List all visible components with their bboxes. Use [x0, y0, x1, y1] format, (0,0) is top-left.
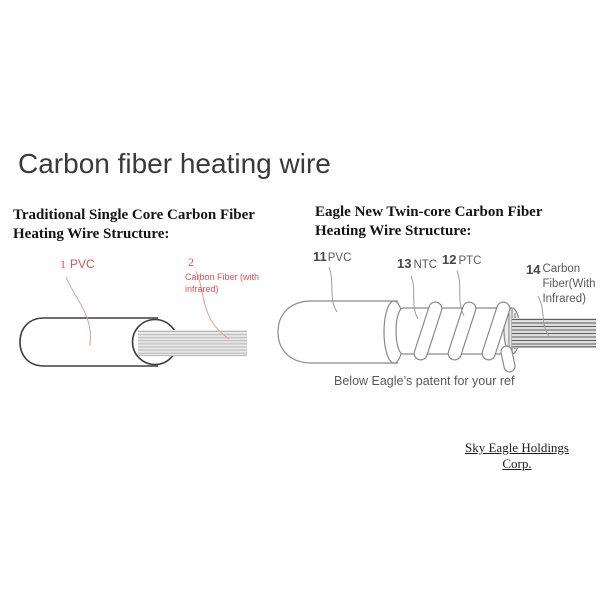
leader-line-2-carbon-fiber — [195, 270, 230, 340]
leader-line-13-ntc — [410, 275, 419, 320]
spiral-wrap-1 — [413, 301, 443, 361]
label-1-pvc: 1 PVC — [60, 257, 95, 272]
patent-caption: Below Eagle’s patent for your ref — [334, 374, 515, 388]
label-2-number: 2 — [188, 255, 194, 269]
leader-line-1-pvc — [65, 276, 91, 347]
label-14-name: Carbon Fiber(With Infrared) — [542, 263, 596, 305]
fiber-strand-lines-left — [138, 331, 247, 357]
right-heading-line1: Eagle New Twin-core Carbon Fiber — [315, 204, 543, 220]
label-12-name: PTC — [458, 255, 482, 267]
twin-core-wire-diagram — [277, 266, 596, 373]
label-13-number: 13 — [397, 256, 412, 271]
page-title: Carbon fiber heating wire — [18, 148, 331, 179]
label-11-number: 11 — [313, 249, 327, 264]
spiral-wrap-2 — [447, 301, 477, 361]
label-14-carbon-fiber: 14 Carbon Fiber(With Infrared) — [526, 262, 600, 307]
fiber-strand-lines-right — [512, 318, 596, 348]
carbon-fiber-bundle-left — [138, 330, 247, 356]
label-14-number: 14 — [526, 262, 541, 277]
label-2-name: Carbon Fiber (with infrared) — [185, 272, 260, 295]
label-12-number: 12 — [442, 252, 457, 267]
company-link[interactable]: Sky Eagle Holdings Corp. — [465, 440, 569, 471]
right-section-heading: Eagle New Twin-core Carbon Fiber Heating… — [315, 203, 542, 241]
single-core-wire-diagram — [19, 270, 247, 367]
leader-line-12-ptc — [456, 270, 465, 317]
wrap-wire-end — [500, 345, 516, 373]
left-heading-line2: Heating Wire Structure: — [13, 226, 170, 242]
label-11-name: PVC — [327, 252, 352, 264]
label-11-pvc: 11PVC — [313, 249, 351, 264]
label-13-name: NTC — [413, 259, 438, 271]
label-1-number: 1 — [60, 257, 66, 271]
leader-line-11-pvc — [328, 266, 338, 313]
pvc-sheath-cylinder — [277, 300, 398, 364]
label-2-carbon-fiber: 2 Carbon Fiber (with infrared) — [185, 255, 271, 295]
spiral-wrap-3 — [481, 301, 511, 361]
pvc-sheath-capsule — [19, 317, 158, 367]
left-section-heading: Traditional Single Core Carbon Fiber Hea… — [13, 206, 255, 244]
leader-line-14-carbon-fiber — [537, 295, 550, 337]
label-1-name: PVC — [70, 257, 95, 271]
left-heading-line1: Traditional Single Core Carbon Fiber — [13, 207, 255, 223]
right-heading-line2: Heating Wire Structure: — [315, 223, 472, 239]
